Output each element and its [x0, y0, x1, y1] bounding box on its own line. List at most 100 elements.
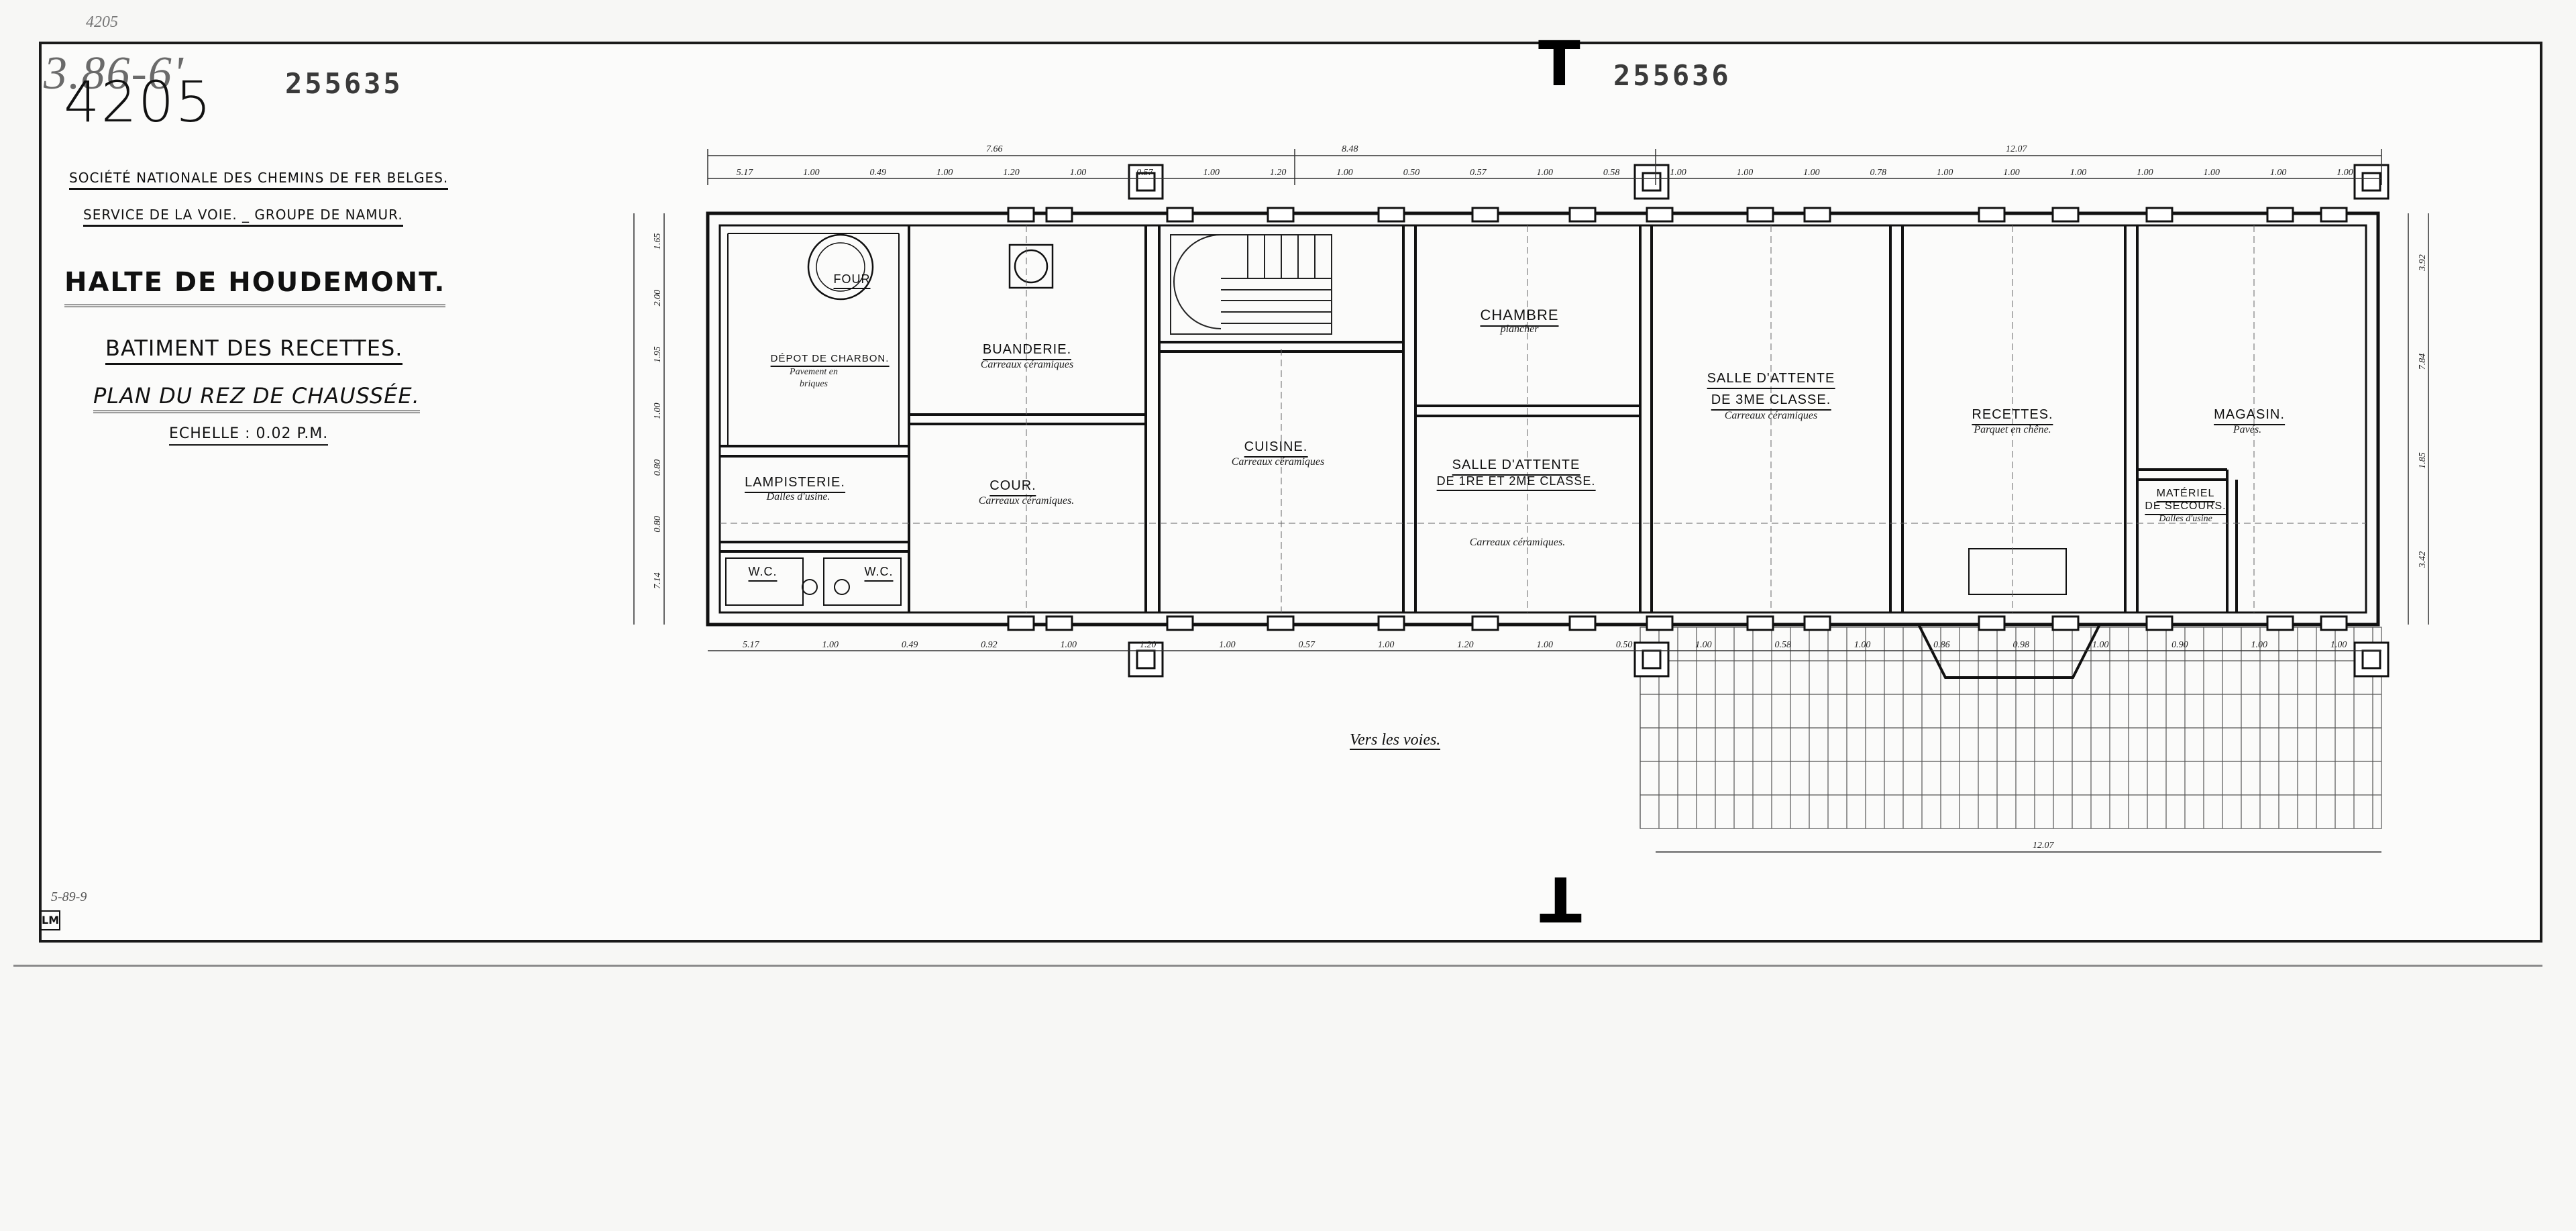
floor-buanderie: Carreaux céramiques: [980, 359, 1074, 370]
dim-label-right: 7.84: [2418, 354, 2428, 370]
label-salle-3-line2: de 3me Classe.: [1711, 392, 1831, 411]
dim-label-bottom: 1.20: [1140, 640, 1157, 650]
title-station: Halte de Houdemont.: [64, 267, 446, 307]
dim-label-top: 1.00: [1203, 168, 1220, 178]
window-pier: [1007, 615, 1035, 631]
dim-label-top: 0.57: [1136, 168, 1154, 178]
stair: [1170, 234, 1332, 335]
label-cour: Cour.: [989, 478, 1036, 496]
exterior-walls: [706, 211, 2380, 627]
dim-label-top: 1.00: [1670, 168, 1686, 178]
window-pier: [1166, 615, 1194, 631]
dim-label-bottom: 1.00: [822, 640, 839, 650]
label-salle-3-line1: Salle d'Attente: [1707, 371, 1835, 389]
dim-label-bottom: 1.00: [2251, 640, 2268, 650]
window-pier: [1978, 615, 2006, 631]
label-cuisine: Cuisine.: [1244, 439, 1308, 458]
window-pier: [1803, 615, 1831, 631]
boiler: [1008, 244, 1054, 289]
stamp-number-left: 255635: [285, 67, 403, 100]
dim-label-top: 1.00: [1803, 168, 1820, 178]
window-pier: [1803, 207, 1831, 223]
window-pier: [1646, 615, 1674, 631]
window-pier: [1471, 615, 1499, 631]
dim-label-right: 3.42: [2418, 551, 2428, 569]
dim-label-top: 0.58: [1603, 168, 1620, 178]
dim-label-top: 1.00: [1937, 168, 1953, 178]
window-pier: [2266, 207, 2294, 223]
pencil-reference: 3.86-6': [44, 48, 184, 99]
initials-box: LM: [40, 910, 60, 930]
window-pier: [1568, 207, 1597, 223]
oven: [807, 233, 874, 301]
dim-label-bottom: 1.00: [1854, 640, 1871, 650]
towards-tracks-note: Vers les voies.: [1350, 731, 1441, 750]
dim-label-bottom: 1.00: [2092, 640, 2109, 650]
dim-label-left: 0.80: [653, 460, 663, 476]
window-pier: [1045, 615, 1073, 631]
dim-label-top: 1.00: [2204, 168, 2220, 178]
title-company: Société Nationale des Chemins de Fer Bel…: [69, 170, 449, 190]
title-building: Batiment des Recettes.: [105, 335, 403, 365]
centerlines: [720, 225, 2366, 612]
pillar-boxes: [1128, 164, 2390, 678]
floor-depot-charbon: Pavement en briques: [790, 367, 838, 389]
dim-label-bottom: 1.00: [1695, 640, 1712, 650]
label-four: Four: [833, 272, 871, 289]
window-pier: [1568, 615, 1597, 631]
dim-label-bottom: 0.86: [1933, 640, 1950, 650]
dim-label-top: 1.00: [2270, 168, 2287, 178]
floor-cour: Carreaux céramiques.: [978, 495, 1075, 506]
dim-label-bottom: 1.00: [1061, 640, 1077, 650]
window-pier: [1267, 207, 1295, 223]
window-pier: [2145, 207, 2174, 223]
window-pier: [1646, 207, 1674, 223]
window-pier: [1377, 615, 1405, 631]
dim-overall-3: 12.07: [2006, 144, 2028, 154]
dim-label-top: 1.00: [1737, 168, 1754, 178]
window-pier: [1045, 207, 1073, 223]
floor-salle-3: Carreaux céramiques: [1724, 410, 1818, 421]
dim-label-top: 1.00: [1537, 168, 1554, 178]
dim-label-bottom: 1.00: [2330, 640, 2347, 650]
window-pier: [1471, 207, 1499, 223]
dim-label-left: 1.65: [653, 233, 663, 250]
title-service: Service de la Voie. _ Groupe de Namur.: [83, 207, 403, 227]
label-salle-12-line2: de 1re et 2me Classe.: [1436, 474, 1596, 491]
dim-label-top: 0.50: [1403, 168, 1420, 178]
interior-walls: [720, 225, 2238, 612]
dim-label-top: 1.00: [803, 168, 820, 178]
floor-chambre: plancher: [1500, 323, 1539, 335]
dim-label-top: 1.00: [2337, 168, 2353, 178]
dim-label-bottom: 0.50: [1616, 640, 1633, 650]
dim-label-bottom: 0.57: [1299, 640, 1316, 650]
dim-label-right: 1.85: [2418, 452, 2428, 469]
title-scale: Echelle : 0.02 P.M.: [169, 425, 329, 446]
label-magasin: Magasin.: [2214, 407, 2285, 425]
dim-overall-2: 8.48: [1342, 144, 1358, 154]
dim-label-top: 1.00: [936, 168, 953, 178]
dim-label-top: 1.00: [2070, 168, 2087, 178]
margin-note: 5-89-9: [51, 890, 87, 904]
label-wc-1: W.C.: [748, 565, 777, 582]
window-piers-top: [1007, 207, 2348, 223]
window-pier: [1007, 207, 1035, 223]
window-pier: [2320, 615, 2348, 631]
window-pier: [2051, 207, 2080, 223]
dim-label-right: 3.92: [2418, 254, 2428, 272]
window-pier: [1166, 207, 1194, 223]
dim-label-top: 1.00: [2003, 168, 2020, 178]
stamp-number-right: 255636: [1613, 59, 1731, 92]
dim-label-left: 1.95: [653, 346, 663, 363]
window-pier: [1746, 615, 1774, 631]
dim-label-bottom: 0.92: [981, 640, 998, 650]
floor-salle-12: Carreaux céramiques.: [1469, 537, 1566, 548]
label-wc-2: W.C.: [864, 565, 894, 582]
label-salle-12-line1: Salle d'Attente: [1452, 458, 1580, 476]
dim-label-top: 0.78: [1870, 168, 1887, 178]
window-pier: [2051, 615, 2080, 631]
floor-materiel: Dalles d'usine: [2159, 514, 2212, 524]
dim-label-bottom: 0.90: [2171, 640, 2188, 650]
window-pier: [2266, 615, 2294, 631]
